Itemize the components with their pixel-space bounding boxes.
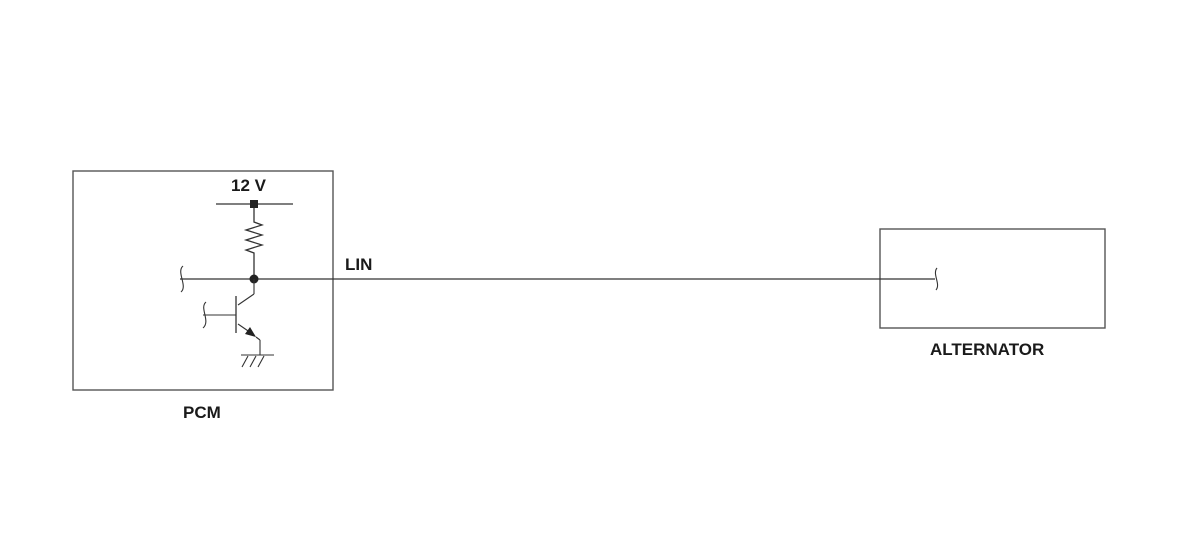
voltage-label: 12 V [231,176,267,195]
wire-break-left-icon [180,265,184,293]
supply-terminal [250,200,258,208]
pull-up-resistor [243,208,265,279]
lin-label: LIN [345,255,372,274]
transistor-icon [202,279,261,341]
alternator-label: ALTERNATOR [930,340,1044,359]
pcm-label: PCM [183,403,221,422]
pcm-box [72,170,334,391]
wire-break-right-icon [934,267,939,291]
ground-icon [241,340,274,368]
